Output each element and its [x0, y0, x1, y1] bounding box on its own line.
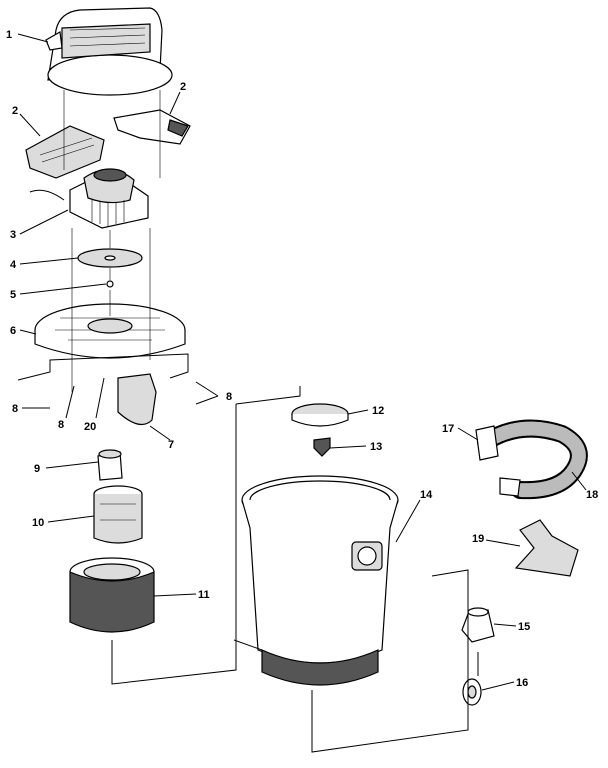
part-filter-cage — [93, 485, 143, 544]
callout-8-b: 8 — [58, 419, 64, 431]
part-float-cage — [117, 373, 157, 426]
part-motor-cover — [45, 7, 173, 96]
part-cartridge-filter — [69, 557, 155, 633]
assembly-lines — [17, 90, 469, 753]
callout-9: 9 — [34, 463, 40, 475]
callout-11: 11 — [198, 589, 210, 601]
callout-8-a: 8 — [12, 403, 18, 415]
part-tank — [241, 475, 399, 686]
part-filter-cap — [291, 403, 349, 427]
callout-10: 10 — [32, 517, 44, 529]
callout-2-left: 2 — [12, 105, 18, 117]
part-motor — [29, 168, 149, 229]
callout-18: 18 — [586, 489, 598, 501]
callout-17: 17 — [442, 423, 454, 435]
part-nut — [106, 280, 114, 288]
part-switch-cover-left — [25, 125, 105, 179]
part-caster-wheel — [462, 652, 482, 706]
part-caster-base — [461, 607, 495, 643]
callout-8-c: 8 — [226, 391, 232, 403]
callout-7: 7 — [168, 439, 174, 451]
callout-13: 13 — [370, 441, 382, 453]
callout-5: 5 — [10, 289, 16, 301]
callout-3: 3 — [10, 229, 16, 241]
callout-2-right: 2 — [180, 81, 186, 93]
callout-14: 14 — [420, 489, 433, 501]
callout-19: 19 — [472, 533, 484, 545]
callout-labels: 1 2 2 3 4 5 6 7 8 8 8 9 10 11 12 13 14 1… — [6, 29, 598, 689]
part-hose — [475, 419, 588, 500]
part-switch-cover-right — [113, 109, 191, 145]
part-float — [97, 449, 123, 481]
part-lid — [34, 303, 186, 359]
callout-20: 20 — [84, 421, 96, 433]
callout-1: 1 — [6, 29, 12, 41]
callout-15: 15 — [518, 621, 530, 633]
callout-6: 6 — [10, 325, 16, 337]
part-floor-nozzle — [514, 519, 579, 577]
callout-4: 4 — [10, 259, 17, 271]
part-deflector — [313, 437, 331, 457]
callout-16: 16 — [516, 677, 528, 689]
callout-12: 12 — [372, 405, 384, 417]
leader-lines — [17, 33, 587, 691]
